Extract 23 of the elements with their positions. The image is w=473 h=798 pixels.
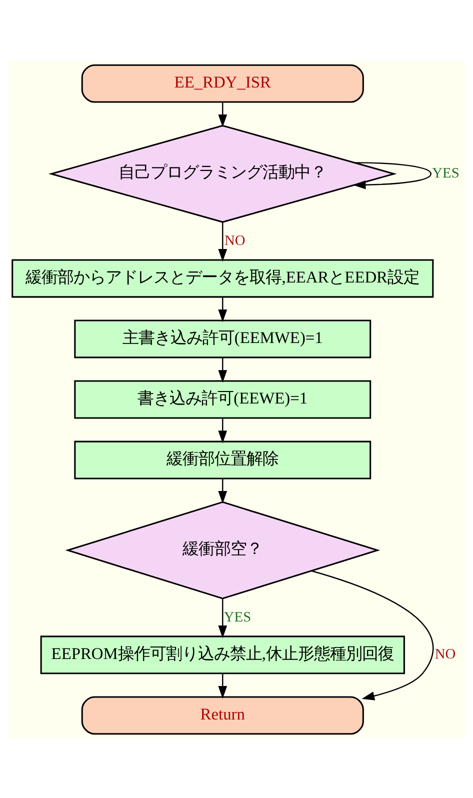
node-box: Return <box>81 696 364 734</box>
node-box: 緩衝部位置解除 <box>74 440 372 479</box>
node-box: EEPROM操作可割り込み禁止,休止形態種別回復 <box>40 635 405 674</box>
node-box: 主書き込み許可(EEMWE)=1 <box>74 319 372 358</box>
arrow <box>218 296 228 322</box>
arrow <box>218 478 228 504</box>
arrow <box>218 222 228 262</box>
node-box: 緩衝部からアドレスとデータを取得,EEARとEEDR設定 <box>12 258 434 298</box>
edge-label: YES <box>432 165 460 182</box>
node-diamond: 緩衝部空？ <box>65 500 380 599</box>
arrow <box>218 672 228 698</box>
arrow <box>311 570 434 700</box>
edge-label: YES <box>224 608 252 625</box>
edge-label: NO <box>224 232 246 248</box>
node-box: EE_RDY_ISR <box>81 64 364 102</box>
node-diamond: 自己プログラミング活動中？ <box>48 124 397 222</box>
arrow <box>218 598 228 638</box>
arrow <box>352 162 432 189</box>
arrow <box>218 418 228 443</box>
arrow <box>218 357 228 382</box>
edge-label: NO <box>434 646 456 662</box>
node-box: 書き込み許可(EEWE)=1 <box>74 380 372 418</box>
arrow <box>218 102 228 127</box>
